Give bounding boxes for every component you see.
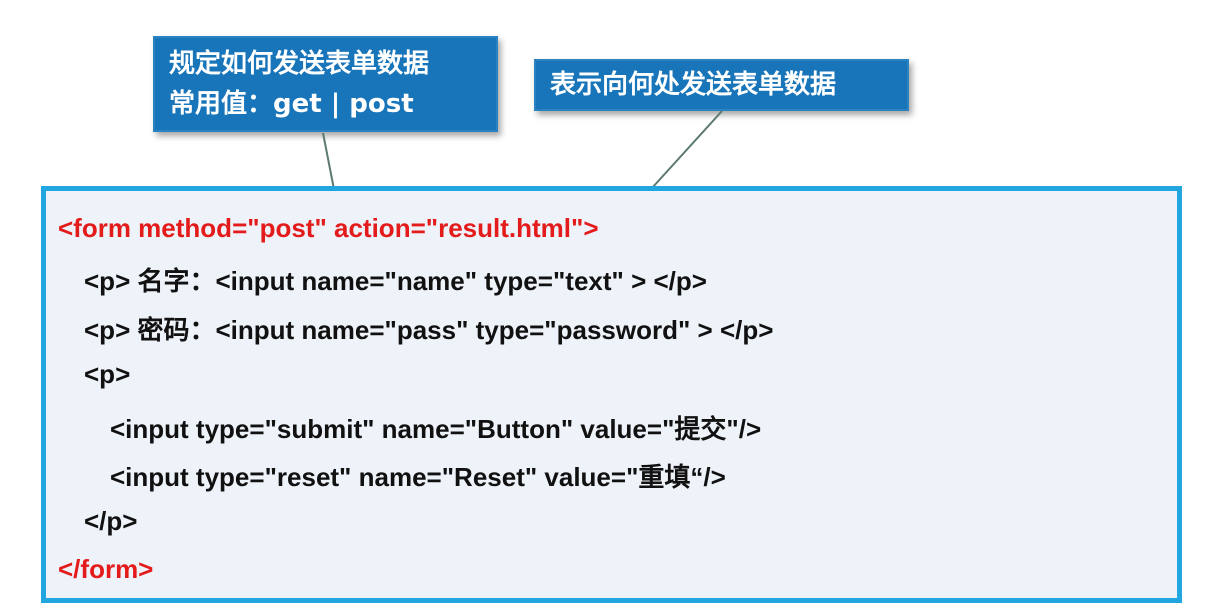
action-callout-text: 表示向何处发送表单数据 (550, 70, 837, 100)
code-line-p-open: <p> (84, 359, 131, 389)
action-callout: 表示向何处发送表单数据 (534, 59, 909, 111)
code-line-submit-input: <input type="submit" name="Button" value… (110, 414, 762, 444)
method-callout-line1: 规定如何发送表单数据 (169, 49, 430, 79)
code-block: <form method="post" action="result.html"… (41, 186, 1182, 603)
code-line-form-open: <form method="post" action="result.html"… (58, 213, 599, 243)
code-line-pass-input: <p> 密码：<input name="pass" type="password… (84, 315, 774, 345)
method-callout: 规定如何发送表单数据 常用值：get | post (153, 36, 498, 132)
method-callout-line2: 常用值：get | post (169, 89, 414, 119)
code-line-reset-input: <input type="reset" name="Reset" value="… (110, 462, 726, 492)
code-line-name-input: <p> 名字：<input name="name" type="text" > … (84, 266, 707, 296)
code-line-p-close: </p> (84, 506, 138, 536)
code-line-form-close: </form> (58, 554, 154, 584)
